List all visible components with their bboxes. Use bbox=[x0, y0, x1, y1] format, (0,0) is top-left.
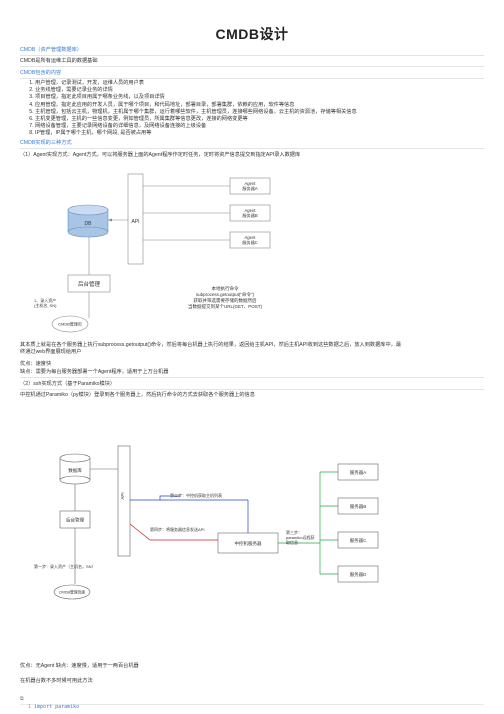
server-b-box: 服务器B bbox=[337, 497, 379, 515]
step2-line bbox=[130, 495, 180, 501]
list-item: 用户管理，记录测试，开发，运维人员的用户表 bbox=[35, 80, 357, 87]
step4-line bbox=[129, 523, 218, 541]
server-c-box: 服务器C bbox=[337, 531, 379, 549]
step4-label: 第三步：paramiko远程获取信息 bbox=[286, 529, 314, 545]
server-c-label: 服务器C bbox=[350, 537, 367, 544]
list-item: 业务线管理，需要记录业务的详情 bbox=[35, 87, 357, 94]
divider bbox=[20, 148, 484, 149]
impl1-cons: 缺点：需要为每台服务器部署一个Agent程序，适用于上万台机器 bbox=[20, 369, 169, 375]
server-b-label: 服务器B bbox=[350, 503, 367, 510]
api-label: API bbox=[131, 219, 139, 225]
cmdb-ui2-label: CMDB管理页面 bbox=[59, 590, 86, 595]
list-item: 应用管理，指定此应用的开发人员，属于哪个项目，和代码地址，部署目录，部署集群，依… bbox=[35, 102, 357, 109]
impl1-title: （1）Agent实现方式：Agent方式，可以将服务器上面的Agent程序作定时… bbox=[20, 152, 301, 158]
impl2-pros-cons: 优点：无Agent 缺点：速度慢，适用于一两百台机器 bbox=[20, 663, 139, 669]
server-d-label: 服务器D bbox=[350, 571, 367, 578]
backend-box: 后台管理 bbox=[67, 274, 111, 293]
section-impl-head: CMDB实现的三种方式 bbox=[20, 140, 72, 146]
section-what-is: CMDB（资产管理数据库） bbox=[20, 47, 82, 53]
ctrl-label: 中控机服务器 bbox=[235, 540, 262, 547]
copy-icon[interactable]: ⧉ bbox=[20, 696, 24, 702]
list-item: 网络设备管理，主要记录网络设备的详细信息，及网络设备连接的上级设备 bbox=[35, 123, 357, 130]
api2-label: API bbox=[120, 492, 125, 499]
ssh-diagram: 数据库 API 后台管理 中控机服务器 第二步：中控机获取主机列表 第四步：将服… bbox=[34, 445, 379, 600]
ctrl-box: 中控机服务器 bbox=[217, 532, 279, 554]
cmdb-ui2-ellipse: CMDB管理页面 bbox=[53, 584, 91, 600]
impl2-title: （2）ssh实现方式（基于Paramiko模块） bbox=[20, 381, 116, 387]
list-item: 项目管理，指定此项目用属于哪条业务线，以及项目详情 bbox=[35, 94, 357, 101]
divider bbox=[20, 55, 484, 56]
content-list: 用户管理，记录测试，开发，运维人员的用户表 业务线管理，需要记录业务的详情 项目… bbox=[25, 80, 357, 138]
impl1-pros: 优点：速度快 bbox=[20, 361, 52, 367]
server-a-box: 服务器A bbox=[337, 463, 379, 481]
impl1-note2: 终通过web界面展现给用户 bbox=[20, 349, 82, 355]
api2-box: API bbox=[117, 445, 131, 557]
step1-label: 第一步：录入资产（主机名，SN） bbox=[34, 563, 96, 569]
db2-label: 数据库 bbox=[68, 467, 82, 474]
backend2-box: 后台管理 bbox=[59, 510, 91, 529]
arrow-head bbox=[108, 218, 112, 222]
server-a-label: 服务器A bbox=[350, 469, 367, 476]
page-title: CMDB设计 bbox=[215, 26, 289, 42]
cmdb-ui-label: CMDB管理页 bbox=[58, 321, 82, 327]
list-item: 主机变更管理，主机的一些信息变更，例如管理员，所属集群等信息更改，连接的网络变更… bbox=[35, 116, 357, 123]
step1-label: 1、录入资产(主机名, SN) bbox=[34, 297, 57, 308]
code-text: import paramiko bbox=[34, 704, 80, 710]
code-block bbox=[20, 704, 484, 714]
section-content-head: CMDB包含的内容 bbox=[20, 70, 62, 76]
db-cylinder: DB bbox=[67, 204, 109, 238]
list-item: IP管理，IP属于哪个主机，哪个网段, 是否被占用等 bbox=[35, 130, 357, 137]
divider bbox=[20, 78, 484, 79]
what-is-desc: CMDB是所有运维工具的数据基础 bbox=[20, 58, 98, 64]
divider bbox=[20, 377, 484, 378]
code-line: 1 import paramiko bbox=[28, 704, 80, 710]
db2-cylinder: 数据库 bbox=[59, 453, 91, 485]
cmdb-ui-ellipse: CMDB管理页 bbox=[51, 315, 89, 333]
impl2-hint: 在机器台数不多时候可用此方法 bbox=[20, 678, 93, 684]
list-item: 主机管理，包括云主机，物理机，主机属于哪个集群，运行着哪些软件，主机管理员，连接… bbox=[35, 109, 357, 116]
impl1-note1: 其本质上就是在各个服务器上执行subprocess.getoutput()命令，… bbox=[20, 342, 402, 348]
divider bbox=[20, 66, 484, 67]
server-d-box: 服务器D bbox=[337, 565, 379, 583]
step3-label: 第四步：将服务器信息发送API bbox=[150, 526, 204, 532]
divider bbox=[20, 389, 484, 390]
impl2-desc: 中控机通过Paramiko（py模块）登录到各个服务器上，然后执行命令的方式去获… bbox=[20, 392, 255, 398]
backend-label: 后台管理 bbox=[78, 280, 101, 288]
backend2-label: 后台管理 bbox=[66, 517, 84, 524]
api-box: API bbox=[127, 173, 144, 265]
step2-label: 第二步：中控机获取主机列表 bbox=[170, 492, 222, 498]
db-label: DB bbox=[85, 221, 93, 227]
